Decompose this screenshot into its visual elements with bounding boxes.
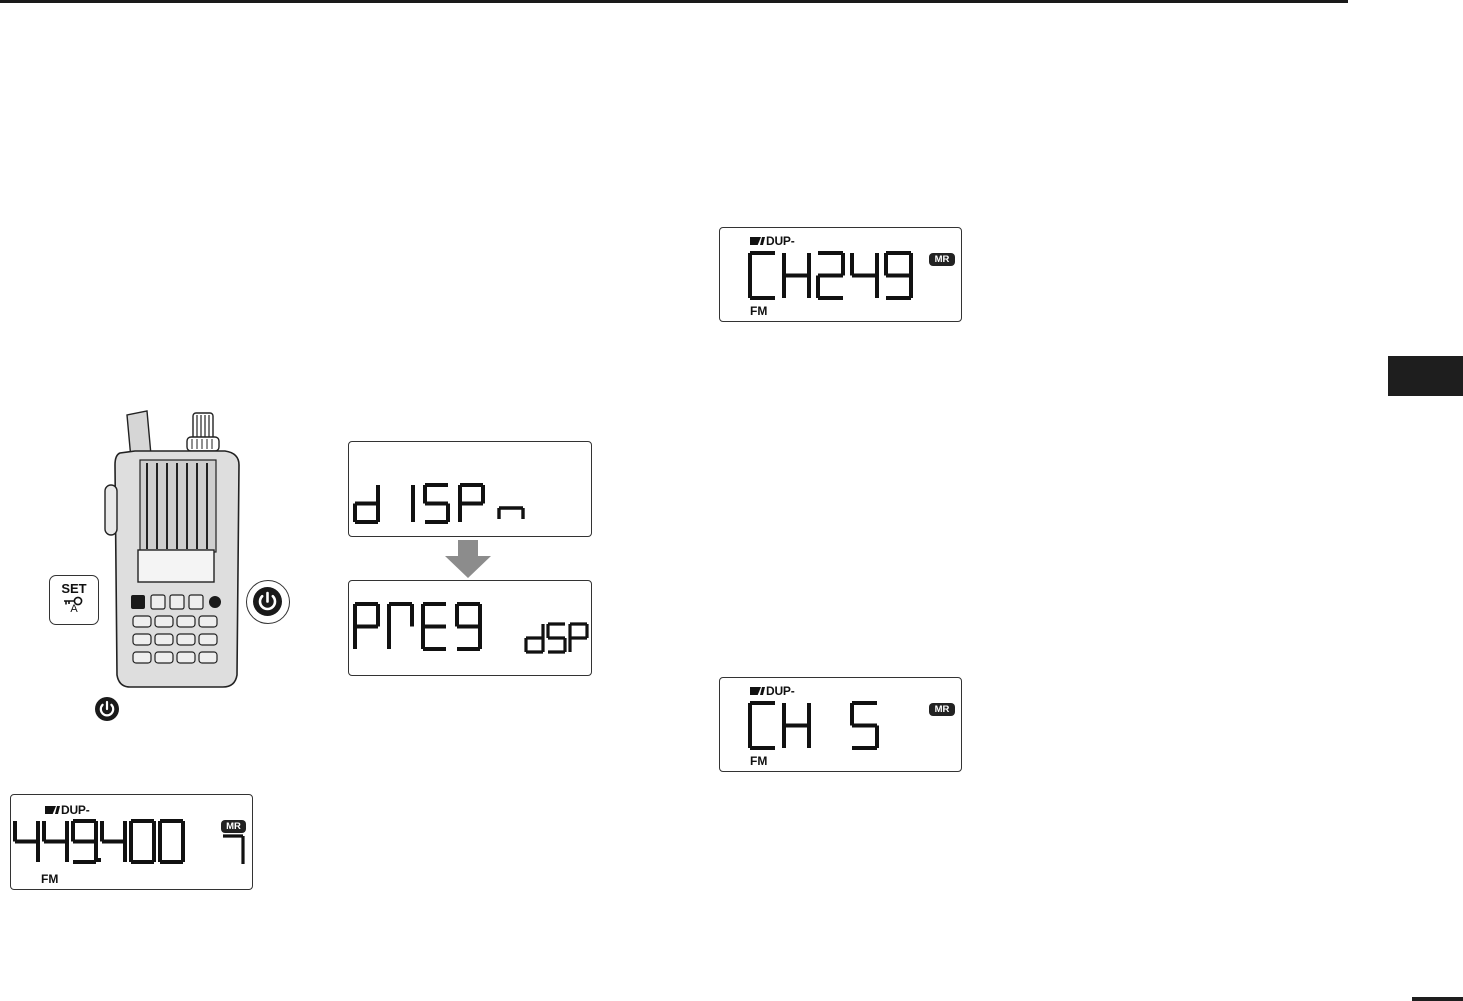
lcd-display-frequency: DUP- MR FM: [10, 794, 253, 890]
arrow-down-icon: [443, 540, 493, 578]
power-icon: [95, 697, 119, 721]
lcd-display-ch5: DUP- MR FM: [719, 677, 962, 772]
lcd-mode-text: FM: [750, 754, 767, 768]
set-key-label: SET: [50, 582, 98, 595]
memory-mode-badge: MR: [929, 253, 955, 266]
top-rule: [0, 0, 1348, 3]
key-icon: [63, 596, 85, 606]
lcd-mode-text: FM: [750, 304, 767, 318]
lcd-display-ch249: DUP- MR FM: [719, 227, 962, 322]
page-corner-tab: [1412, 997, 1463, 1001]
set-key-button: SET A: [49, 575, 99, 625]
power-icon: [253, 587, 282, 616]
lcd-sub-readout: [349, 581, 593, 677]
lcd-mode-text: FM: [41, 872, 58, 886]
section-tab: [1388, 356, 1463, 396]
memory-mode-badge: MR: [929, 703, 955, 716]
lcd-display-prea-dsp: [348, 580, 592, 676]
power-key-face: [253, 587, 282, 616]
lcd-display-disp-menu: [348, 441, 592, 537]
handheld-radio-illustration: [95, 405, 245, 690]
power-key-button: [246, 580, 290, 624]
lcd-sub-readout: [349, 442, 593, 538]
